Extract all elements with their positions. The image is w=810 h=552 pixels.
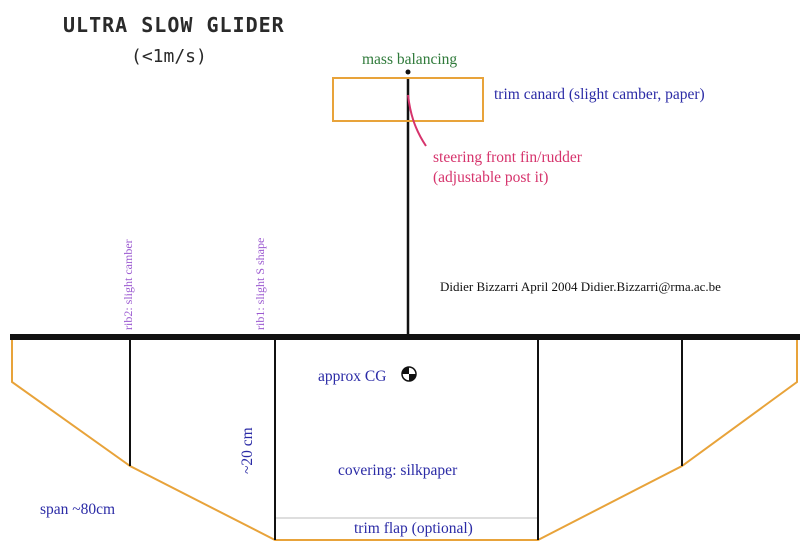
rib1-label: rib1: slight S shape <box>253 237 267 330</box>
trim-canard-label: trim canard (slight camber, paper) <box>494 86 705 103</box>
wing-outline <box>11 340 798 541</box>
covering-label: covering: silkpaper <box>338 462 458 479</box>
diagram-title: ULTRA SLOW GLIDER <box>63 13 285 37</box>
mass-balancing-dot <box>405 69 411 75</box>
rib2-label: rib2: slight camber <box>121 239 135 330</box>
steering-label-line2: (adjustable post it) <box>433 169 549 186</box>
approx-cg-label: approx CG <box>318 368 387 385</box>
steering-label-line1: steering front fin/rudder <box>433 149 582 166</box>
steering-fin <box>407 94 427 147</box>
mass-balancing-label: mass balancing <box>362 51 458 68</box>
trim-flap-label: trim flap (optional) <box>354 520 473 537</box>
author-credit: Didier Bizzarri April 2004 Didier.Bizzar… <box>440 279 721 294</box>
leading-edge-bar <box>10 334 800 340</box>
trim-canard-rect <box>332 77 484 122</box>
cg-symbol-icon <box>401 366 417 382</box>
diagram-subtitle: (<1m/s) <box>131 46 207 67</box>
chord-label: ~20 cm <box>239 427 256 474</box>
span-label: span ~80cm <box>40 501 116 518</box>
